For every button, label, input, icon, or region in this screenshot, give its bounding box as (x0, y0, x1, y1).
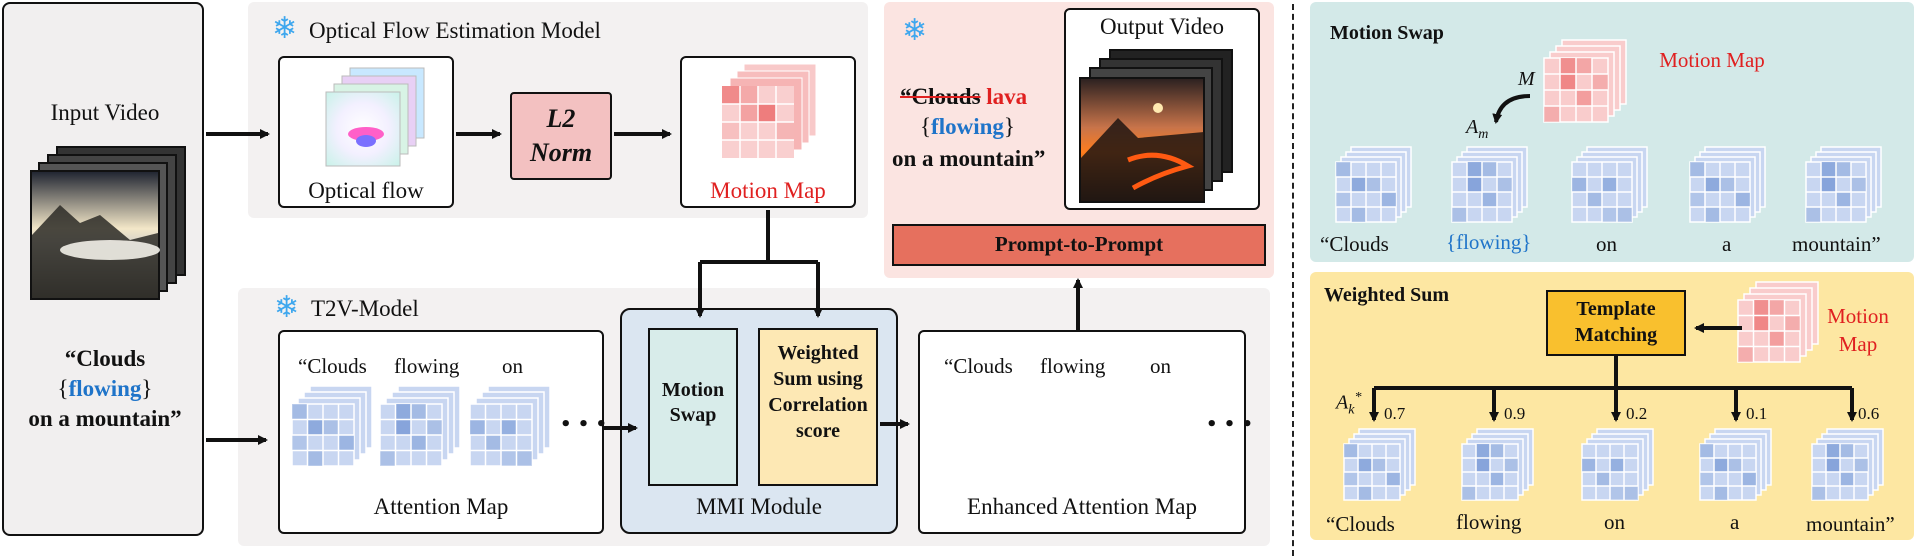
ms-word-2: {flowing} (1446, 230, 1532, 254)
ws-map-stack-4 (1699, 428, 1772, 501)
enhanced-attention-label: Enhanced Attention Map (967, 494, 1197, 519)
ws-word-3: on (1604, 510, 1625, 534)
ws-motion-map-label: Motion Map (1827, 304, 1889, 356)
ws-map-stack-2 (1461, 428, 1534, 501)
lava-frames-graphic (1079, 49, 1233, 203)
motion-map-grid (716, 62, 824, 171)
weighted-sum-panel-title: Weighted Sum (1324, 284, 1450, 306)
am-symbol: Am (1466, 116, 1488, 143)
optical-flow-label: Optical flow (308, 178, 424, 203)
motion-swap-panel-title: Motion Swap (1330, 22, 1444, 44)
ms-map-stack-1 (1335, 146, 1412, 223)
curved-swap-arrow (1492, 94, 1531, 124)
prompt-to-prompt-label: Prompt-to-Prompt (994, 232, 1164, 256)
l2-norm-box (510, 92, 612, 180)
attention-word-1: “Clouds (298, 354, 367, 378)
weight-2: 0.9 (1504, 404, 1526, 423)
output-prompt-new-word: lava (986, 84, 1028, 109)
ws-word-1: “Clouds (1326, 512, 1395, 536)
brace-close-output: } (1003, 114, 1015, 139)
template-matching-label: Template Matching (1574, 298, 1658, 346)
ms-word-1: “Clouds (1320, 232, 1389, 256)
input-prompt-highlight: flowing (68, 376, 142, 401)
attention-word-3: on (502, 354, 523, 378)
motion-swap-box (648, 328, 738, 486)
output-prompt-struck: “Clouds (900, 84, 981, 109)
enhanced-word-2: flowing (1040, 354, 1106, 378)
weight-4: 0.1 (1746, 404, 1768, 423)
brace-close: } (141, 376, 153, 401)
frozen-icon-t2v: ❄ (274, 290, 300, 325)
attention-map-stack-3 (469, 385, 551, 467)
ak-base: A (1336, 391, 1349, 414)
ws-word-5: mountain” (1806, 512, 1895, 536)
attention-map-label: Attention Map (373, 494, 509, 519)
input-video-title: Input Video (50, 100, 160, 125)
optical-flow-frames (318, 66, 428, 170)
input-prompt-line2: {flowing} (2, 376, 208, 402)
ms-map-stack-4 (1689, 146, 1766, 223)
video-frames-graphic (30, 146, 186, 300)
frozen-icon-output: ❄ (902, 13, 928, 48)
motion-swap-motion-map-label: Motion Map (1659, 48, 1765, 72)
ws-motion-map-stack (1737, 281, 1819, 363)
output-prompt-line1: “Clouds lava (900, 84, 1027, 110)
m-symbol: M (1518, 68, 1535, 90)
brace-open: { (57, 376, 69, 401)
frozen-icon: ❄ (272, 11, 298, 46)
ms-motion-map-stack (1543, 39, 1627, 123)
mmi-module-label: MMI Module (696, 494, 822, 519)
input-prompt-line3: on a mountain” (28, 406, 182, 431)
ws-map-stack-5 (1811, 428, 1884, 501)
ak-sup: * (1354, 390, 1362, 405)
output-prompt-line2: {flowing} (920, 114, 1015, 140)
weighted-sum-box (758, 328, 878, 486)
output-video-title: Output Video (1099, 14, 1225, 39)
l2-norm-line2: Norm (529, 138, 593, 167)
ws-word-4: a (1730, 510, 1740, 534)
ms-word-5: mountain” (1792, 232, 1881, 256)
enhanced-word-3: on (1150, 354, 1171, 378)
am-base: A (1466, 116, 1479, 138)
template-matching-box (1546, 290, 1686, 356)
output-video-frames (1078, 48, 1238, 213)
weight-3: 0.2 (1626, 404, 1648, 423)
attention-map-stack-1 (291, 385, 373, 467)
enhanced-attention-box (918, 330, 1246, 534)
brace-open-output: { (920, 114, 932, 139)
enhanced-ellipsis: • • • (1206, 414, 1254, 435)
prompt-to-prompt-box (892, 224, 1266, 266)
ms-word-3: on (1596, 232, 1617, 256)
am-sub: m (1478, 127, 1489, 142)
ws-word-2: flowing (1456, 510, 1522, 534)
divider-line (1292, 4, 1294, 556)
input-video-frames (30, 145, 190, 305)
ws-map-stack-3 (1581, 428, 1654, 501)
optical-flow-graphic (325, 67, 425, 167)
motion-map-graphic (722, 63, 817, 158)
ms-map-stack-3 (1571, 146, 1648, 223)
optical-flow-model-title: Optical Flow Estimation Model (309, 18, 601, 43)
ak-sub: k (1348, 402, 1355, 418)
ak-symbol: Ak* (1336, 390, 1361, 419)
weight-5: 0.6 (1858, 404, 1880, 423)
weight-1: 0.7 (1384, 404, 1406, 423)
motion-swap-label: Motion Swap (661, 379, 725, 426)
attention-word-2: flowing (394, 354, 460, 378)
ws-map-stack-1 (1343, 428, 1416, 501)
ms-word-4: a (1722, 232, 1732, 256)
motion-map-label: Motion Map (710, 178, 826, 203)
attention-map-stack-2 (379, 385, 461, 467)
output-prompt-line3: on a mountain” (892, 146, 1046, 171)
output-prompt-highlight: flowing (931, 114, 1004, 139)
ms-map-stack-2 (1451, 146, 1528, 223)
l2-norm-line1: L2 (546, 104, 576, 133)
attention-ellipsis: • • • (560, 414, 608, 435)
weighted-sum-label: Weighted Sum using Correlation score (768, 342, 868, 442)
t2v-model-title: T2V-Model (311, 296, 419, 321)
enhanced-word-1: “Clouds (944, 354, 1013, 378)
ms-map-stack-5 (1805, 146, 1882, 223)
input-prompt-line1: “Clouds (64, 346, 146, 371)
